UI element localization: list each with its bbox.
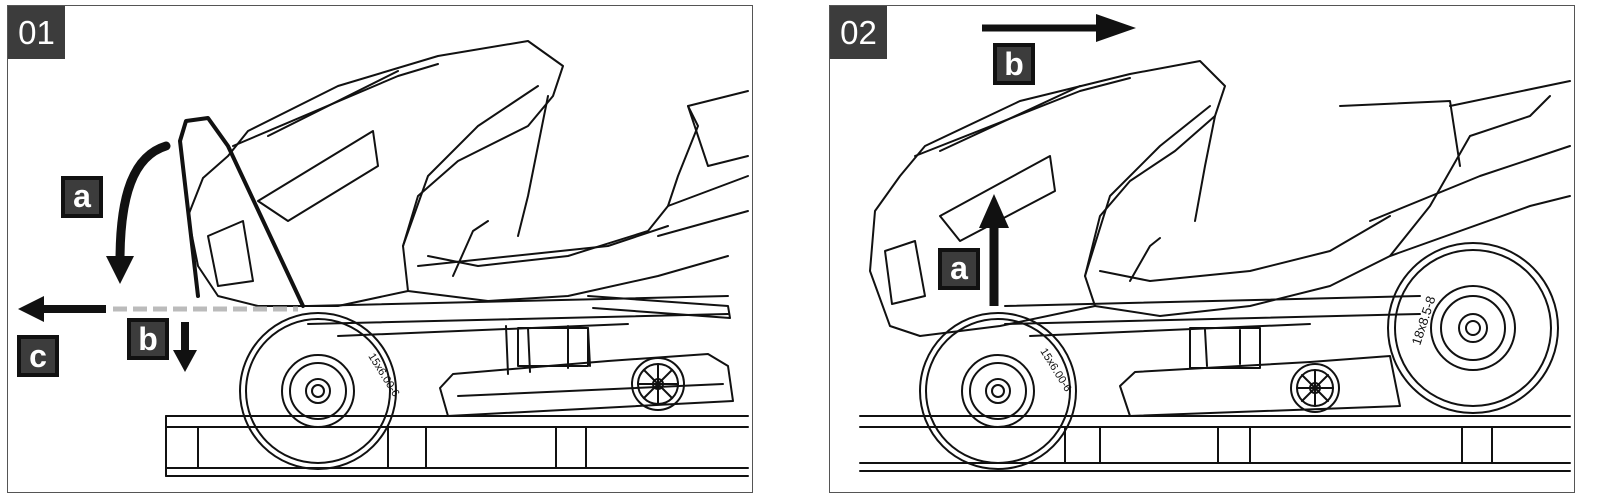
deck-wheel <box>631 357 685 411</box>
chassis-frame <box>1004 295 1421 337</box>
right-arrow-b <box>982 14 1136 42</box>
mower-deck <box>439 325 734 417</box>
down-arrow-b <box>173 322 197 372</box>
rear-wheel <box>1387 242 1559 414</box>
hood-stay <box>517 95 549 237</box>
label-b: b <box>1004 46 1024 82</box>
tow-handle <box>178 116 305 308</box>
mower-deck <box>1119 327 1401 417</box>
pallet-platform <box>165 415 749 477</box>
step-number-badge: 02 <box>830 6 887 59</box>
seat-and-fender <box>407 90 749 302</box>
up-arrow-a <box>979 194 1009 306</box>
tractor-illustration-step-01: 15x6.00-6 a b <box>17 40 749 477</box>
front-tire-size-text: 15x6.00-6 <box>1037 346 1073 394</box>
left-arrow-c <box>18 296 106 322</box>
label-a: a <box>950 250 968 286</box>
rear-tire-size-text: 18x8.5-8 <box>1409 294 1439 347</box>
hood-stay <box>1194 115 1216 222</box>
pallet-platform <box>859 415 1571 472</box>
step-panel-02: 02 <box>829 5 1575 493</box>
tractor-hood <box>869 60 1226 337</box>
step-number-badge: 01 <box>8 6 65 59</box>
deck-wheel <box>1290 363 1340 413</box>
label-b-box: b <box>127 318 169 360</box>
steering-column <box>452 220 489 277</box>
tractor-illustration-step-02: 15x6.00-6 18x8.5-8 b a <box>859 14 1571 472</box>
front-wheel <box>239 312 397 470</box>
tractor-hood <box>187 40 564 307</box>
label-a: a <box>73 178 91 214</box>
steering-column <box>1129 237 1161 282</box>
curved-down-arrow-a <box>106 141 171 284</box>
chassis-frame <box>307 295 729 337</box>
label-c-box: c <box>17 335 59 377</box>
front-wheel <box>919 312 1077 470</box>
label-b-box: b <box>993 43 1035 85</box>
seat-and-fender <box>1094 80 1571 317</box>
label-b: b <box>138 321 158 357</box>
tire-size-text: 15x6.00-6 <box>365 351 401 399</box>
step-panel-01: 01 <box>7 5 753 493</box>
label-a-box: a <box>61 176 103 218</box>
label-c: c <box>29 338 47 374</box>
label-a-box: a <box>938 248 980 290</box>
